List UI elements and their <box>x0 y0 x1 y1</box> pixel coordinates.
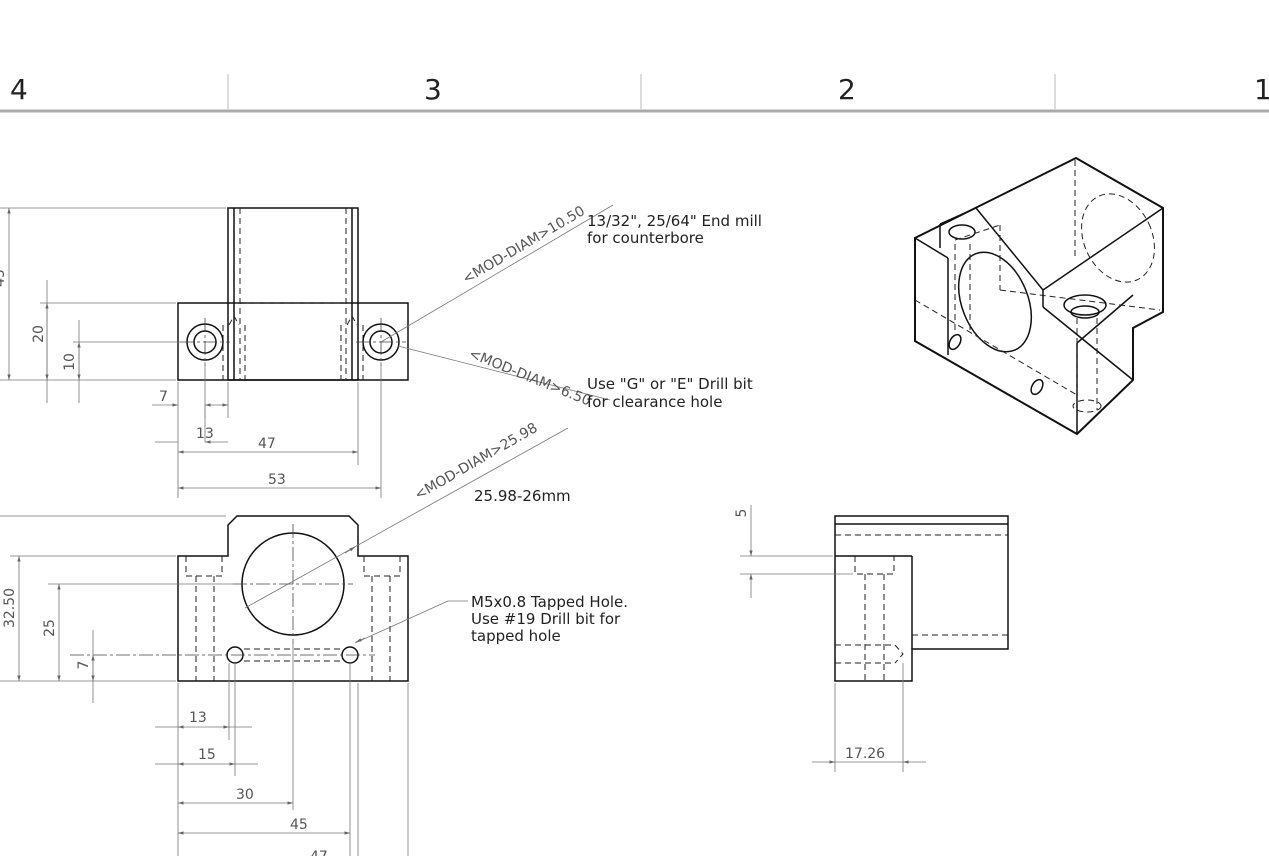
counterbore-note-line1: 13/32", 25/64" End mill <box>587 212 762 230</box>
dim-13: 13 <box>196 426 214 442</box>
tapped-note-line1: M5x0.8 Tapped Hole. <box>471 593 628 611</box>
dim-5: 5 <box>734 509 750 518</box>
dim-7: 7 <box>76 661 92 670</box>
clearance-diameter-label: <MOD-DIAM>6.50 <box>467 346 594 410</box>
dim-15: 15 <box>198 747 216 763</box>
tapped-note-line2: Use #19 Drill bit for <box>471 610 621 628</box>
top-view-dimensions: 32.50 25 7 13 15 30 45 47 <box>0 515 409 856</box>
dim-25: 25 <box>42 619 58 637</box>
dim-47: 47 <box>258 436 276 452</box>
dim-30: 30 <box>236 787 254 803</box>
callout-clearance: <MOD-DIAM>6.50 Use "G" or "E" Drill bit … <box>397 345 753 411</box>
dim-height-45: 45 <box>0 269 8 287</box>
dim-20: 20 <box>31 325 47 343</box>
dim-45: 45 <box>290 817 308 833</box>
dim-32-50: 32.50 <box>2 588 18 628</box>
dim-10: 10 <box>62 353 78 371</box>
dim-13: 13 <box>189 710 207 726</box>
sheet-border: 4 3 2 1 <box>0 73 1269 113</box>
counterbore-note-line2: for counterbore <box>587 229 704 247</box>
zone-label-1: 1 <box>1254 73 1269 106</box>
side-view <box>834 515 1009 682</box>
dim-53: 53 <box>268 472 286 488</box>
dim-17-26: 17.26 <box>845 746 885 762</box>
clearance-note-line2: for clearance hole <box>587 393 722 411</box>
bore-note: 25.98-26mm <box>474 487 571 505</box>
front-view-dimensions: 45 20 10 7 13 47 53 <box>0 207 382 498</box>
side-view-dimensions: 5 17.26 <box>734 505 926 772</box>
top-view <box>70 515 409 682</box>
zone-label-3: 3 <box>424 73 442 106</box>
dim-47: 47 <box>310 849 328 856</box>
front-view <box>177 207 409 381</box>
callout-counterbore: <MOD-DIAM>10.50 13/32", 25/64" End mill … <box>380 203 762 343</box>
counterbore-diameter-label: <MOD-DIAM>10.50 <box>460 203 588 287</box>
dim-7: 7 <box>159 389 168 405</box>
clearance-note-line1: Use "G" or "E" Drill bit <box>587 375 753 393</box>
isometric-view <box>914 156 1164 436</box>
zone-label-4: 4 <box>10 73 28 106</box>
zone-label-2: 2 <box>838 73 856 106</box>
tapped-note-line3: tapped hole <box>471 627 561 645</box>
callout-tapped-hole: M5x0.8 Tapped Hole. Use #19 Drill bit fo… <box>354 593 628 645</box>
